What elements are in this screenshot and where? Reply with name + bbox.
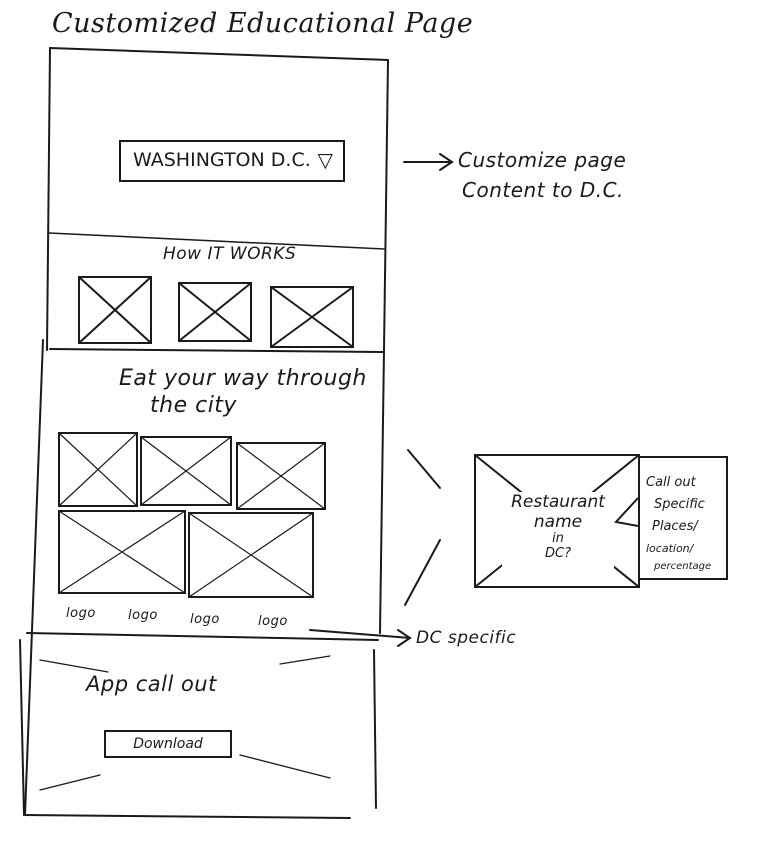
annotation-customize-line2: Content to D.C. [462, 178, 624, 202]
annotation-dc-specific: DC specific [416, 628, 517, 648]
eat-section-heading-line2: the city [150, 393, 237, 418]
callout-card-line1: Call out [646, 475, 696, 490]
callout-card-line4: location/ [646, 542, 694, 555]
restaurant-card-line4: DC? [545, 546, 571, 561]
download-button[interactable]: Download [104, 730, 232, 758]
partner-logo: logo [190, 612, 220, 627]
eat-grid-image-2 [140, 436, 232, 506]
how-it-works-image-3 [270, 286, 354, 348]
location-select-value: WASHINGTON D.C. [133, 149, 311, 171]
eat-section-heading-line1: Eat your way through [119, 366, 367, 391]
restaurant-card-line2: name [533, 512, 583, 532]
location-select[interactable]: WASHINGTON D.C. ▽ [119, 140, 345, 182]
page-title: Customized Educational Page [52, 8, 474, 39]
how-it-works-image-1 [78, 276, 152, 344]
restaurant-card-line3: in [552, 531, 564, 546]
restaurant-card-label: Restaurant name in DC? [502, 492, 614, 576]
eat-grid-image-3 [236, 442, 326, 510]
eat-grid-image-5 [188, 512, 314, 598]
annotation-customize-line1: Customize page [458, 148, 627, 172]
partner-logo: logo [66, 606, 96, 621]
callout-card-line3: Places/ [652, 519, 698, 534]
callout-card: Call out Specific Places/ location/ perc… [638, 456, 728, 580]
callout-card-line2: Specific [654, 497, 705, 512]
eat-grid-image-1 [58, 432, 138, 507]
how-it-works-image-2 [178, 282, 252, 342]
eat-grid-image-4 [58, 510, 186, 594]
callout-card-line5: percentage [654, 561, 712, 572]
how-it-works-heading: How IT WORKS [163, 244, 297, 264]
partner-logo: logo [128, 608, 158, 623]
app-callout-heading: App call out [86, 672, 217, 696]
chevron-down-icon: ▽ [317, 148, 333, 172]
partner-logo: logo [258, 614, 288, 629]
restaurant-card-line1: Restaurant [511, 492, 605, 512]
